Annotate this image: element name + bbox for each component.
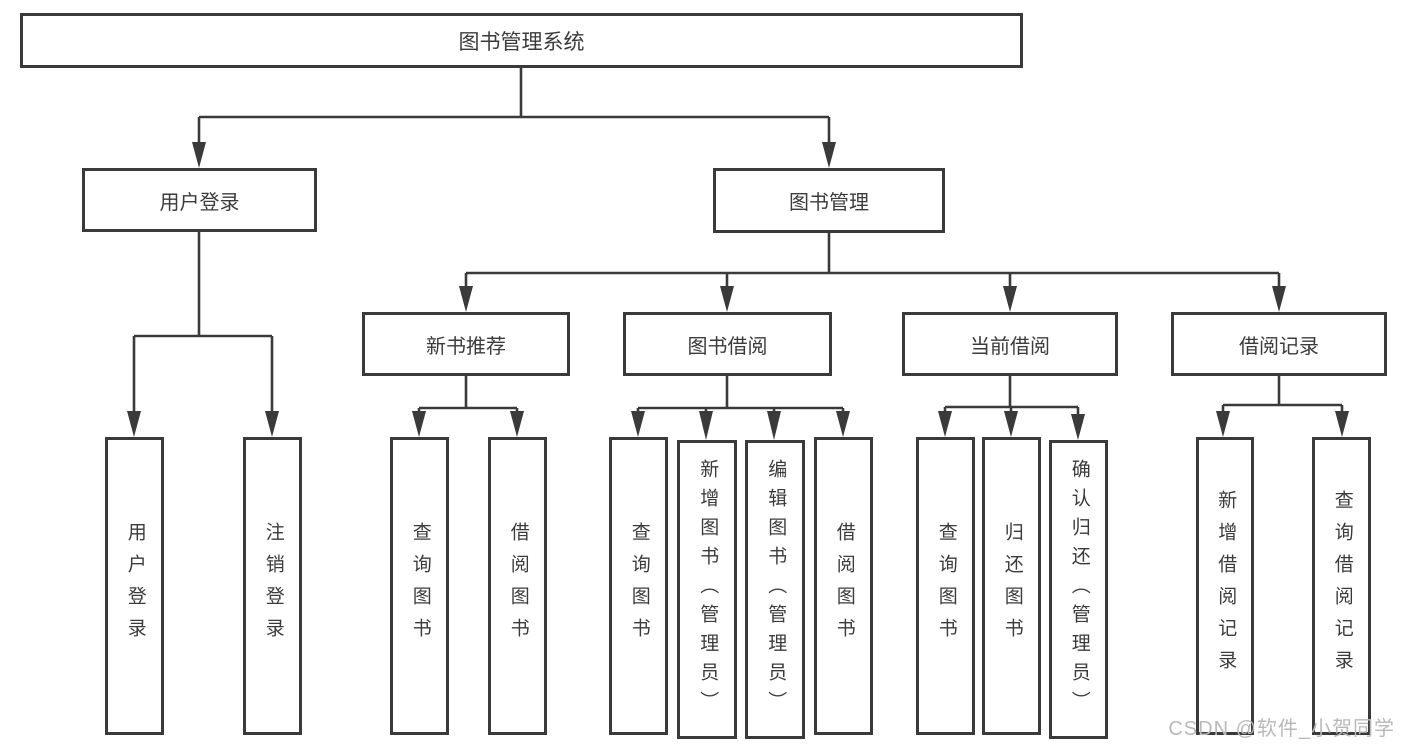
leaf-add-borrow-record-label: 新增借阅记录 (1215, 490, 1237, 682)
node-current-borrow: 当前借阅 (902, 312, 1118, 376)
leaf-user-login: 用户登录 (105, 437, 164, 735)
leaf-query-books-borrow: 查询图书 (609, 437, 668, 735)
node-borrow-records-label: 借阅记录 (1239, 335, 1319, 358)
leaf-confirm-return-admin-label: 确认归还（管理员） (1068, 459, 1090, 720)
leaf-query-books-recommend-label: 查询图书 (409, 522, 431, 650)
connector-book-borrow-branch (631, 376, 850, 440)
leaf-query-books-current: 查询图书 (916, 437, 975, 735)
node-user-login-label: 用户登录 (159, 191, 240, 214)
connector-user-login-branch (127, 232, 279, 437)
leaf-return-books: 归还图书 (982, 437, 1041, 735)
leaf-logout-label: 注销登录 (262, 522, 284, 650)
node-borrow-records: 借阅记录 (1171, 312, 1387, 376)
node-root-system: 图书管理系统 (20, 13, 1023, 68)
leaf-borrow-books-label: 借阅图书 (833, 522, 855, 650)
leaf-logout: 注销登录 (243, 437, 302, 735)
leaf-query-books-current-label: 查询图书 (935, 522, 957, 650)
node-book-management-label: 图书管理 (789, 192, 869, 214)
leaf-add-books-admin: 新增图书（管理员） (677, 440, 737, 739)
connector-new-book-branch (412, 376, 524, 437)
node-root-system-label: 图书管理系统 (458, 30, 585, 54)
node-new-book-recommend: 新书推荐 (362, 312, 570, 376)
leaf-borrow-books-recommend: 借阅图书 (488, 437, 547, 735)
leaf-add-borrow-record: 新增借阅记录 (1196, 437, 1254, 735)
node-book-borrow: 图书借阅 (623, 312, 832, 376)
csdn-watermark: CSDN @软件_小贺同学 (1168, 718, 1395, 740)
leaf-confirm-return-admin: 确认归还（管理员） (1049, 440, 1108, 739)
node-current-borrow-label: 当前借阅 (970, 335, 1050, 358)
leaf-query-borrow-record-label: 查询借阅记录 (1331, 490, 1353, 682)
leaf-borrow-books-recommend-label: 借阅图书 (507, 522, 529, 650)
leaf-borrow-books: 借阅图书 (814, 437, 873, 735)
leaf-user-login-label: 用户登录 (124, 522, 146, 650)
node-book-borrow-label: 图书借阅 (687, 335, 768, 358)
node-user-login: 用户登录 (82, 168, 317, 232)
leaf-return-books-label: 归还图书 (1001, 522, 1023, 650)
connector-root-to-level2 (192, 68, 836, 168)
node-book-management: 图书管理 (713, 168, 945, 233)
connector-borrow-records-branch (1216, 376, 1349, 437)
leaf-query-borrow-record: 查询借阅记录 (1312, 437, 1371, 735)
leaf-query-books-borrow-label: 查询图书 (628, 522, 650, 650)
connector-book-management-branch (459, 233, 1286, 312)
leaf-add-books-admin-label: 新增图书（管理员） (697, 459, 719, 720)
leaf-edit-books-admin: 编辑图书（管理员） (745, 440, 805, 739)
leaf-query-books-recommend: 查询图书 (390, 437, 449, 735)
leaf-edit-books-admin-label: 编辑图书（管理员） (765, 459, 787, 720)
connector-current-borrow-branch (938, 376, 1085, 440)
node-new-book-recommend-label: 新书推荐 (426, 335, 506, 358)
